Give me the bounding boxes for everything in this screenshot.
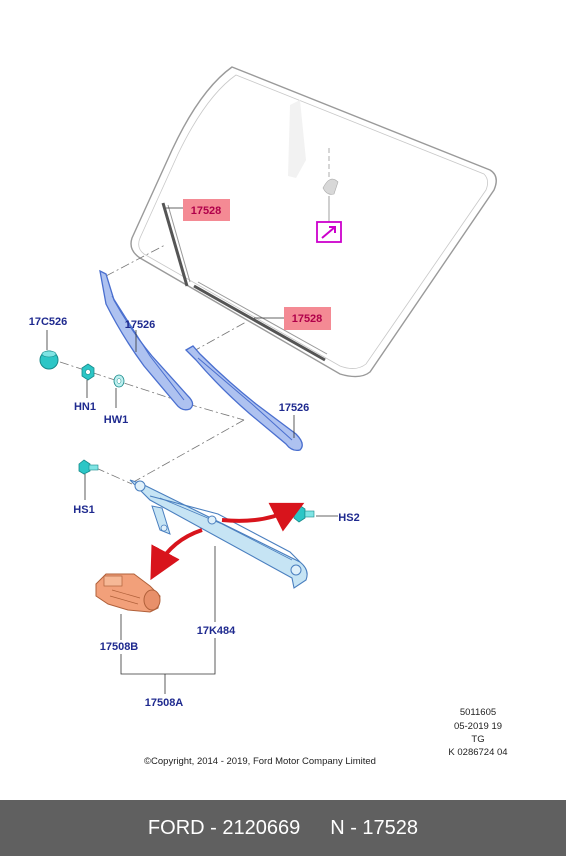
footer-reference: N - 17528 bbox=[330, 816, 419, 839]
label-washer: HW1 bbox=[104, 414, 128, 426]
label-screw-left: HS1 bbox=[73, 504, 94, 516]
label-assembly: 17508A bbox=[145, 697, 184, 709]
arrow-down-icon bbox=[150, 528, 203, 581]
copyright-notice: ©Copyright, 2014 - 2019, Ford Motor Comp… bbox=[144, 756, 376, 767]
callout-wiper-blade-right: 17528 bbox=[254, 307, 331, 330]
footer-part-number: FORD - 2120669 bbox=[147, 816, 301, 839]
ref-code: K 0286724 04 bbox=[448, 747, 508, 758]
washer-icon bbox=[113, 374, 125, 388]
region-code: TG bbox=[471, 734, 485, 745]
label-wiper-blade-right: 17528 bbox=[292, 313, 323, 325]
label-wiper-blade-left: 17528 bbox=[191, 205, 222, 217]
label-wiper-arm-left: 17526 bbox=[125, 319, 156, 331]
screw-right-icon bbox=[293, 504, 315, 523]
wiper-blade-left bbox=[161, 202, 191, 287]
wiper-linkage bbox=[129, 479, 308, 589]
label-nut: HN1 bbox=[74, 401, 96, 413]
doc-number: 5011605 bbox=[459, 707, 497, 718]
arrow-right-icon bbox=[221, 502, 305, 532]
label-linkage: 17K484 bbox=[197, 625, 236, 637]
windshield bbox=[130, 66, 497, 378]
wiper-arm-left bbox=[99, 269, 194, 411]
date-code: 05-2019 19 bbox=[453, 721, 503, 732]
footer-bar: FORD - 2120669 N - 17528 bbox=[0, 800, 566, 856]
callout-wiper-blade-left: 17528 bbox=[166, 199, 230, 221]
cap-icon bbox=[39, 350, 59, 370]
label-motor: 17508B bbox=[100, 641, 139, 653]
nut-icon bbox=[81, 363, 95, 381]
label-cap: 17C526 bbox=[29, 316, 68, 328]
wiper-arm-right bbox=[184, 345, 303, 452]
label-wiper-arm-right: 17526 bbox=[279, 402, 310, 414]
exploded-parts-diagram: 17528 17528 bbox=[29, 66, 497, 709]
screw-left-icon bbox=[78, 459, 99, 475]
wiper-motor bbox=[95, 573, 161, 613]
label-screw-right: HS2 bbox=[338, 512, 359, 524]
label-leaders bbox=[46, 330, 338, 694]
sensor-marker-icon bbox=[316, 221, 342, 243]
